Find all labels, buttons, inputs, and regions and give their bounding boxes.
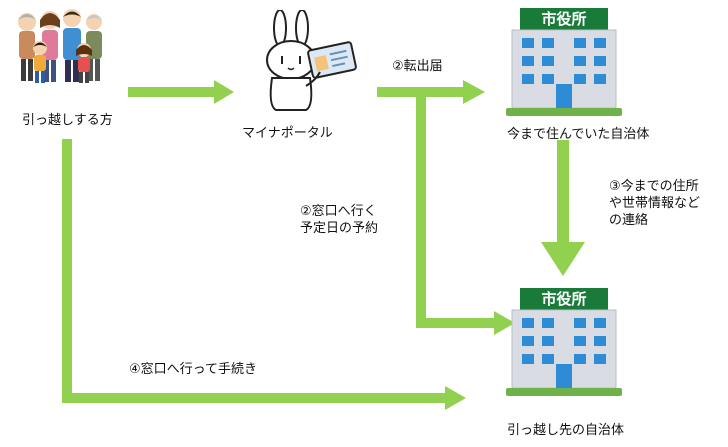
- arrow-reservation-horizontal: [416, 318, 496, 328]
- step3-label-line3: の連絡: [609, 213, 649, 228]
- new-city-label: 引っ越し先の自治体: [507, 423, 625, 438]
- boy-figure: [33, 41, 47, 83]
- current-city-hall-building: 市役所: [506, 6, 622, 118]
- step3-label-line2: や世帯情報など: [609, 196, 701, 211]
- current-city-label: 今まで住んでいた自治体: [507, 127, 650, 142]
- mother-figure: [40, 11, 60, 82]
- arrow-portal-to-current: [377, 87, 465, 97]
- arrow-family-horizontal: [62, 393, 447, 403]
- portal-label: マイナポータル: [242, 126, 333, 141]
- arrow-family-to-new-head: [445, 386, 466, 410]
- arrow-current-to-new-head: [541, 242, 585, 276]
- step2-reservation-label-line1: ②窓口へ行く: [300, 204, 377, 219]
- arrow-family-to-portal: [128, 87, 216, 97]
- family-illustration: [18, 9, 102, 83]
- arrow-current-to-new: [557, 140, 569, 244]
- father-figure: [63, 9, 81, 82]
- step2-notice-label: ②転出届: [392, 59, 443, 74]
- building-icon: [506, 8, 622, 116]
- family-label: 引っ越しする方: [22, 113, 113, 128]
- building-icon: [506, 288, 622, 396]
- grandma-figure: [18, 13, 36, 81]
- girl-figure: [76, 43, 92, 83]
- arrow-reservation-head: [494, 311, 515, 335]
- my-number-card-icon: [307, 41, 357, 79]
- arrow-portal-to-current-head: [463, 80, 485, 104]
- step4-label: ④窓口へ行って手続き: [129, 362, 258, 377]
- arrow-family-vertical: [62, 139, 72, 403]
- arrow-reservation-vertical: [416, 97, 426, 328]
- new-city-hall-building: 市役所: [506, 286, 622, 398]
- step2-reservation-label-line2: 予定日の予約: [300, 221, 379, 236]
- arrow-family-to-portal-head: [214, 80, 234, 104]
- current-city-hall-sign: 市役所: [541, 10, 587, 28]
- new-city-hall-sign: 市役所: [541, 290, 587, 308]
- myna-mascot-illustration: [266, 10, 357, 111]
- step3-label-line1: ③今までの住所: [609, 179, 699, 194]
